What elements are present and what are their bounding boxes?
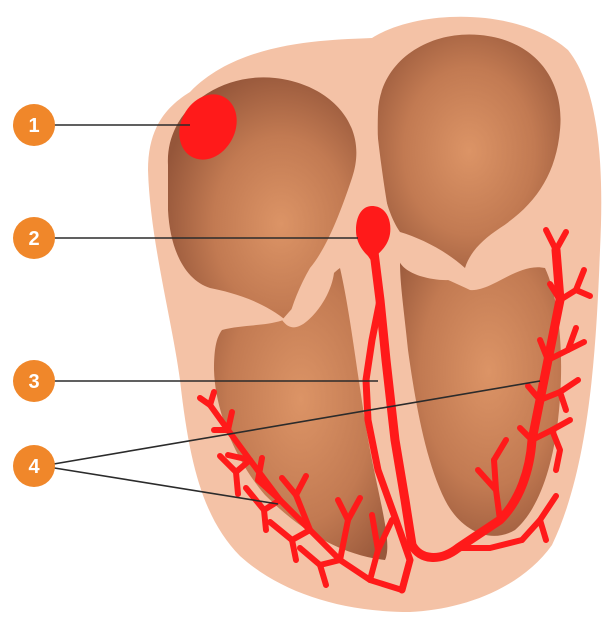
marker-1: 1 xyxy=(13,104,55,146)
marker-number: 3 xyxy=(28,371,39,393)
marker-number: 1 xyxy=(28,115,39,137)
marker-2: 2 xyxy=(13,217,55,259)
marker-number: 2 xyxy=(28,228,39,250)
marker-number: 4 xyxy=(28,456,40,478)
marker-4: 4 xyxy=(13,445,55,487)
marker-3: 3 xyxy=(13,360,55,402)
